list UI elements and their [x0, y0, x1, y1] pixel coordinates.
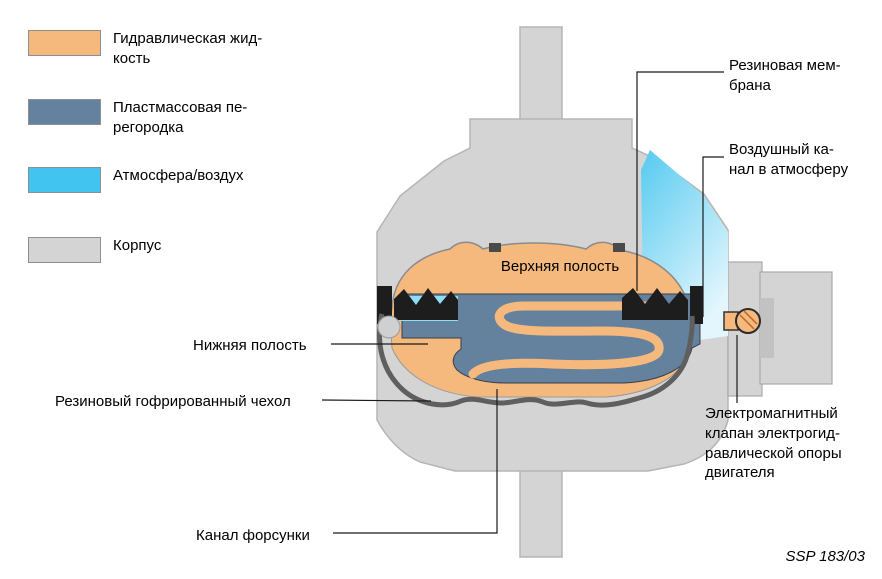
- valve-housing-inner-bar: [760, 298, 774, 358]
- legend-swatch-housing: [28, 237, 101, 263]
- chamber-notch-right: [613, 243, 625, 252]
- legend-item-housing: Корпус: [28, 237, 303, 263]
- right-membrane-clamp: [690, 286, 703, 324]
- chamber-notch-left: [489, 243, 501, 252]
- legend-swatch-atmosphere-air: [28, 167, 101, 193]
- legend-label-atmosphere-air: Атмосфера/воздух: [113, 167, 244, 184]
- label-upper-chamber: Верхняя полость: [500, 258, 620, 275]
- rubber-boot-outline: [377, 313, 695, 408]
- figure-code: SSP 183/03: [785, 548, 865, 565]
- legend-item-atmosphere-air: Атмосфера/воздух: [28, 167, 303, 193]
- solenoid-valve-shape: [735, 308, 761, 334]
- legend-item-plastic-partition: Пластмассовая пе- регородка: [28, 99, 303, 138]
- air-channel-pointer-line: [702, 156, 724, 317]
- top-stud-shape: [519, 26, 563, 122]
- right-membrane-shape: [622, 288, 688, 320]
- membrane-pointer-line: [636, 71, 724, 291]
- legend-item-hydraulic-fluid: Гидравлическая жид- кость: [28, 30, 303, 69]
- label-nozzle-channel: Канал форсунки: [196, 527, 310, 544]
- boot-pointer-line: [321, 399, 432, 402]
- legend-label-plastic-partition: Пластмассовая пе- регородка: [113, 99, 248, 136]
- left-membrane-shape: [394, 288, 458, 320]
- nozzle-pointer-line: [333, 389, 498, 534]
- label-air-channel: Воздушный ка- нал в атмосферу: [729, 141, 849, 178]
- legend-label-hydraulic-fluid: Гидравлическая жид- кость: [113, 30, 263, 67]
- label-rubber-membrane: Резиновая мем- брана: [729, 57, 841, 94]
- valve-hatch-line: [739, 314, 755, 330]
- nozzle-channel-shape: [468, 301, 664, 379]
- legend-label-housing: Корпус: [113, 237, 162, 254]
- label-pointer-lines: [321, 71, 738, 534]
- housing-left-pivot: [377, 315, 401, 339]
- valve-hatch-line: [743, 310, 758, 325]
- label-lower-chamber: Нижняя полость: [193, 337, 307, 354]
- label-rubber-boot: Резиновый гофрированный чехол: [55, 393, 291, 410]
- legend-swatch-plastic-partition: [28, 99, 101, 125]
- label-solenoid-valve: Электромагнитный клапан электрогид- равл…: [705, 405, 842, 482]
- legend-swatch-hydraulic-fluid: [28, 30, 101, 56]
- bottom-stud-shape: [519, 469, 563, 558]
